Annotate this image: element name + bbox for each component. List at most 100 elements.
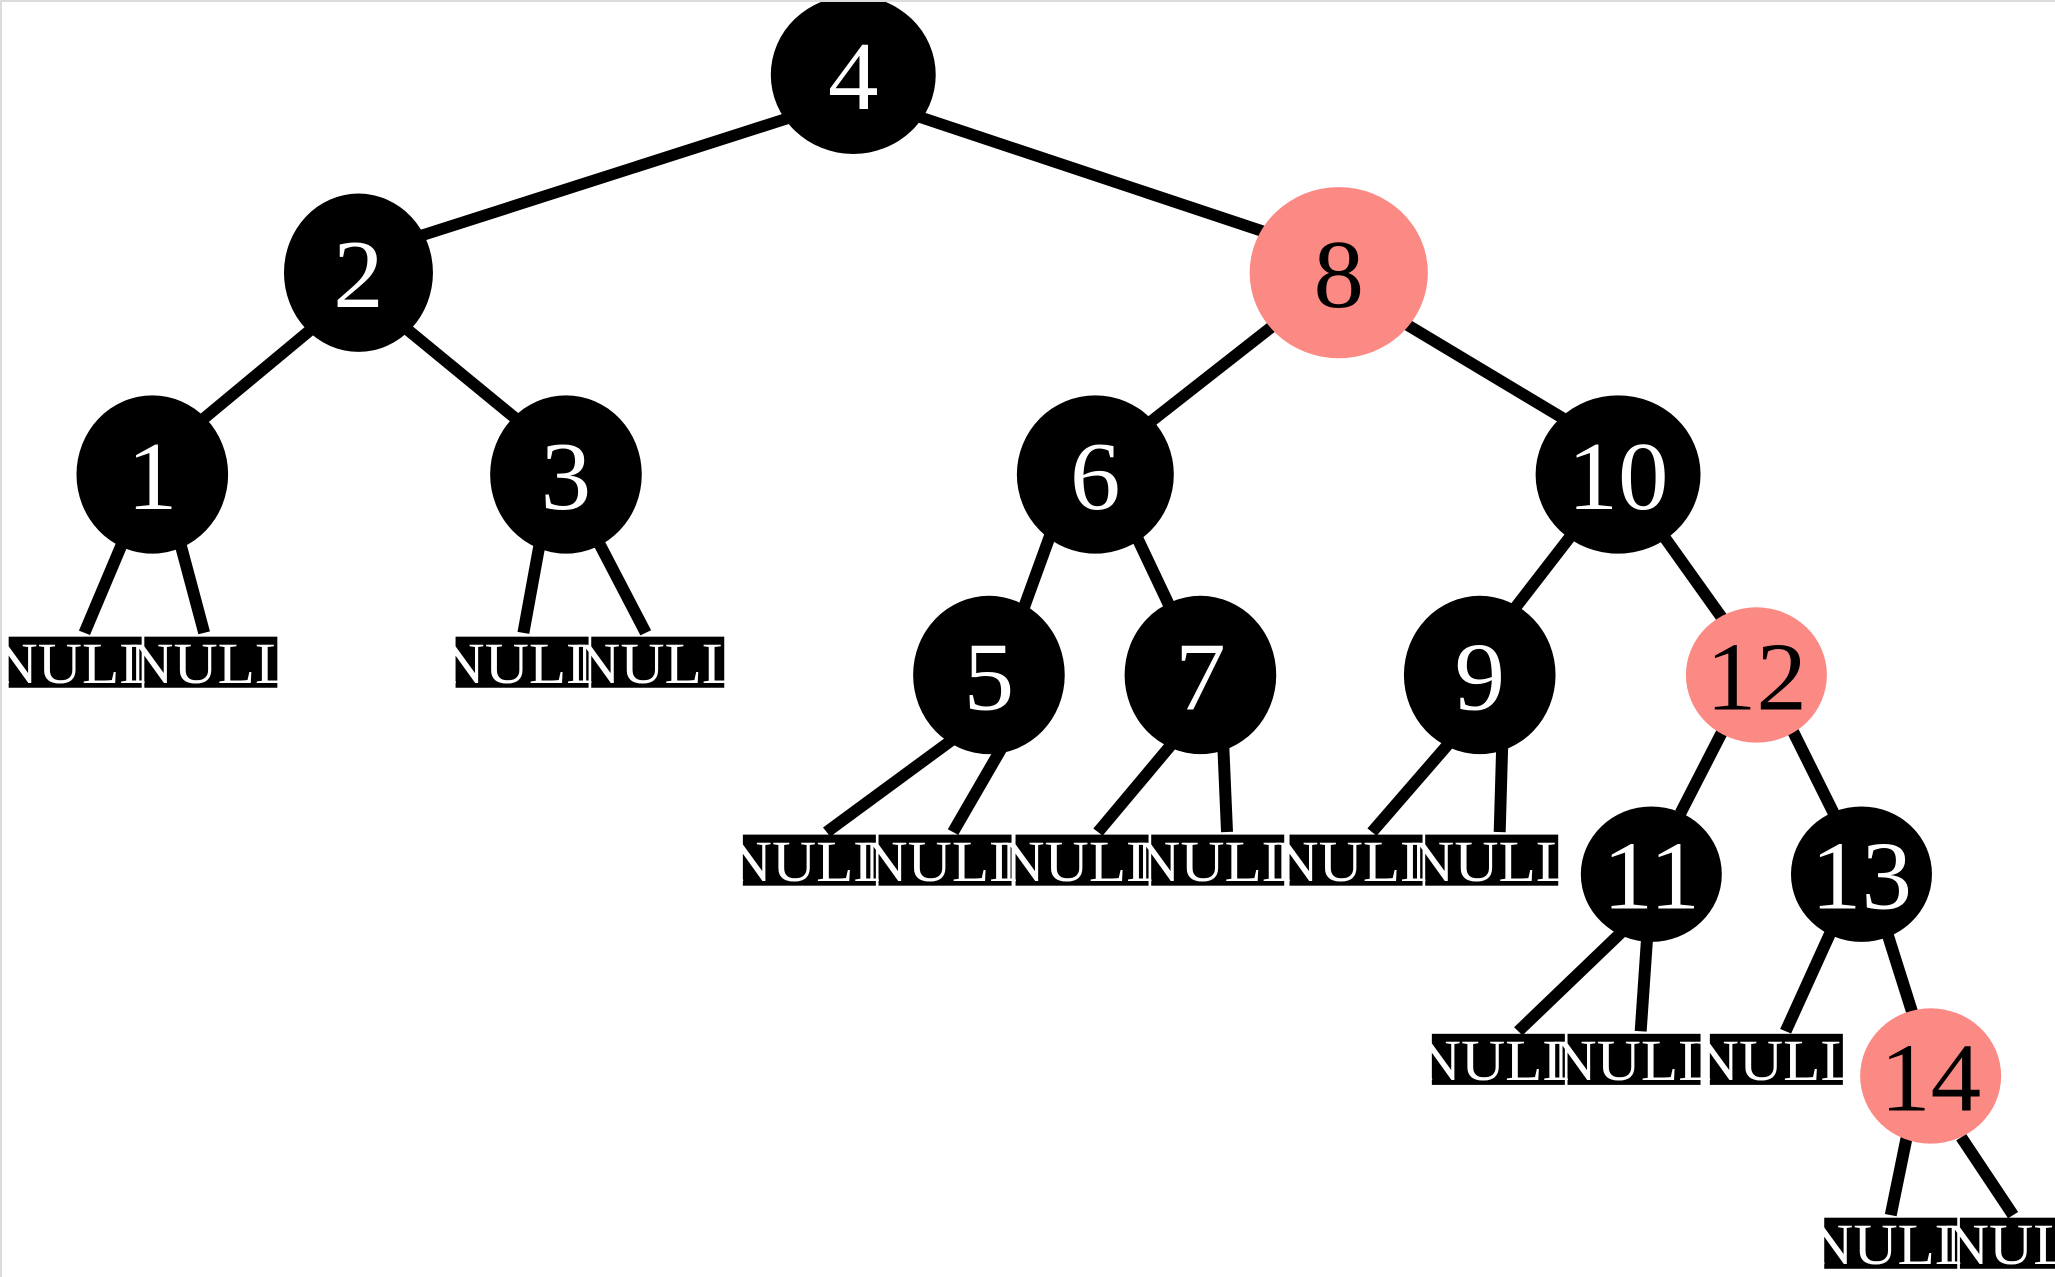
null-leaf-box: NULL — [1410, 829, 1573, 894]
node-circle-black[interactable] — [1535, 395, 1701, 554]
null-leaf-box: NULL — [2, 631, 157, 696]
null-box-label: NULL — [1136, 829, 1299, 894]
tree-node-5[interactable]: 5 — [913, 595, 1065, 755]
null-box-rect — [1151, 834, 1285, 886]
null-leaf-box: NULL — [129, 631, 292, 696]
null-leaf-box: NULL — [1274, 829, 1437, 894]
node-circle-red[interactable] — [1249, 187, 1428, 359]
tree-edge-n14-null14 — [1884, 1136, 1913, 1217]
tree-edge-n8-n6 — [1144, 316, 1283, 428]
null-box-rect — [1431, 1033, 1565, 1085]
node-circle-black[interactable] — [283, 193, 433, 352]
node-circle-black[interactable] — [1016, 395, 1174, 554]
null-box-rect — [1709, 1033, 1843, 1085]
tree-edge-n10-n12 — [1653, 524, 1730, 625]
tree-node-6[interactable]: 6 — [1016, 395, 1174, 554]
tree-node-12[interactable]: 12 — [1685, 607, 1827, 743]
tree-edge-n11-null12 — [1634, 933, 1654, 1032]
null-box-label: NULL — [728, 829, 891, 894]
node-label: 12 — [1706, 624, 1807, 731]
node-circle-red[interactable] — [1685, 607, 1827, 743]
tree-node-13[interactable]: 13 — [1790, 806, 1932, 942]
tree-edge-n12-n11 — [1675, 724, 1730, 816]
node-label: 8 — [1313, 222, 1364, 329]
null-box-rect — [1824, 1217, 1958, 1269]
tree-edge-n14-null15 — [1956, 1134, 2019, 1219]
tree-edge-n10-n9 — [1506, 524, 1582, 616]
null-box-label: NULL — [1809, 1212, 1972, 1277]
node-circle-black[interactable] — [913, 595, 1065, 755]
node-label: 5 — [964, 624, 1015, 731]
null-box-label: NULL — [1945, 1212, 2055, 1277]
null-box-label: NULL — [1552, 1028, 1715, 1093]
tree-edge-n9-null9 — [1367, 736, 1457, 836]
tree-edge-n12-n13 — [1785, 724, 1839, 816]
null-box-rect — [1289, 834, 1423, 886]
node-label: 11 — [1603, 823, 1700, 930]
node-circle-black[interactable] — [490, 395, 642, 554]
node-label: 9 — [1454, 624, 1505, 731]
null-box-rect — [742, 834, 876, 886]
null-box-rect — [878, 834, 1012, 886]
tree-edge-n2-n3 — [401, 323, 529, 431]
tree-node-1[interactable]: 1 — [76, 395, 229, 554]
tree-edge-n6-n5 — [1016, 526, 1059, 615]
node-circle-black[interactable] — [770, 2, 936, 154]
tree-edge-n13-n14 — [1881, 929, 1920, 1018]
null-box-label: NULL — [1417, 1028, 1580, 1093]
tree-edge-n7-null7 — [1093, 736, 1180, 836]
node-circle-black[interactable] — [1580, 806, 1722, 942]
null-leaf-box: NULL — [728, 829, 891, 894]
null-box-label: NULL — [2, 631, 157, 696]
null-box-rect — [591, 636, 725, 688]
null-box-label: NULL — [1695, 1028, 1858, 1093]
tree-node-4[interactable]: 4 — [770, 2, 936, 154]
null-box-label: NULL — [1000, 829, 1163, 894]
tree-edge-n1-null1 — [78, 536, 130, 635]
null-box-rect — [455, 636, 589, 688]
null-leaf-box: NULL — [1809, 1212, 1972, 1277]
tree-node-14[interactable]: 14 — [1860, 1008, 2002, 1144]
tree-node-11[interactable]: 11 — [1580, 806, 1722, 942]
node-label: 13 — [1811, 823, 1912, 930]
null-box-label: NULL — [863, 829, 1026, 894]
null-box-rect — [144, 636, 278, 688]
null-leaf-box: NULL — [1695, 1028, 1858, 1093]
node-label: 6 — [1070, 424, 1121, 531]
node-circle-black[interactable] — [1790, 806, 1932, 942]
node-circle-black[interactable] — [1124, 595, 1277, 755]
tree-edge-n7-null8 — [1217, 739, 1233, 833]
tree-node-3[interactable]: 3 — [490, 395, 642, 554]
tree-node-9[interactable]: 9 — [1403, 595, 1556, 755]
tree-node-10[interactable]: 10 — [1535, 395, 1701, 554]
edges-layer — [78, 108, 2019, 1219]
tree-edge-n9-null10 — [1493, 739, 1509, 833]
node-label: 10 — [1568, 424, 1669, 531]
node-label: 7 — [1175, 624, 1226, 731]
tree-edge-n13-null13 — [1780, 929, 1837, 1034]
tree-edge-n6-n7 — [1127, 525, 1178, 615]
node-circle-black[interactable] — [76, 395, 229, 554]
tree-node-2[interactable]: 2 — [283, 193, 433, 352]
null-leaf-box: NULL — [1417, 1028, 1580, 1093]
null-leaf-box: NULL — [1000, 829, 1163, 894]
tree-node-7[interactable]: 7 — [1124, 595, 1277, 755]
node-circle-black[interactable] — [1403, 595, 1556, 755]
null-box-label: NULL — [441, 631, 604, 696]
null-box-rect — [1567, 1033, 1701, 1085]
null-box-label: NULL — [576, 631, 739, 696]
tree-edge-n11-null11 — [1514, 927, 1627, 1036]
null-box-label: NULL — [1410, 829, 1573, 894]
tree-node-8[interactable]: 8 — [1249, 187, 1428, 359]
null-leaf-box: NULL — [863, 829, 1026, 894]
null-leaf-box: NULL — [576, 631, 739, 696]
node-label: 4 — [828, 24, 879, 131]
null-box-label: NULL — [1274, 829, 1437, 894]
tree-edge-n4-n8 — [909, 108, 1275, 240]
null-leaf-box: NULL — [1136, 829, 1299, 894]
null-box-rect — [1959, 1217, 2055, 1269]
node-circle-red[interactable] — [1860, 1008, 2002, 1144]
